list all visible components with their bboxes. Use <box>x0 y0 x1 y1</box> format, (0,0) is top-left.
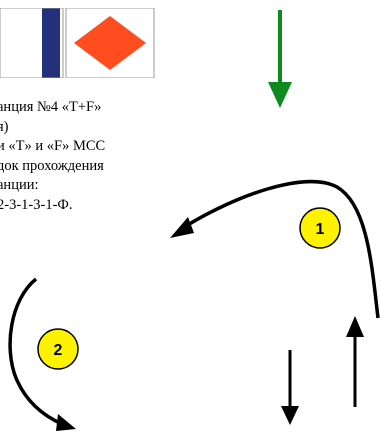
curved-arrow-1-icon <box>170 179 380 319</box>
caption-line-1: анция №4 «T+F» <box>0 99 102 115</box>
curved-arrow-2-icon <box>8 277 76 431</box>
marker-1-label: 1 <box>316 221 325 238</box>
flags-group <box>0 8 155 78</box>
up-arrow-icon <box>346 316 364 407</box>
caption-line-5: анции: <box>0 177 39 193</box>
green-down-arrow-icon <box>268 10 292 108</box>
caption-line-4: док прохождения <box>0 157 104 174</box>
caption-line-6: 2-3-1-3-1-Ф. <box>0 196 73 213</box>
caption-line-2: я) <box>0 118 9 135</box>
marker-2-label: 2 <box>54 342 63 359</box>
marker-2: 2 <box>37 328 79 370</box>
marker-1: 1 <box>299 207 341 249</box>
down-arrow-icon <box>281 350 299 425</box>
flag-t <box>0 8 64 78</box>
caption-line-3: и «T» и «F» МСС <box>0 138 106 154</box>
exercise-caption: анция №4 «T+F» я) и «T» и «F» МСС док пр… <box>0 98 169 215</box>
red-diamond <box>74 16 146 70</box>
flag-f <box>65 8 155 78</box>
